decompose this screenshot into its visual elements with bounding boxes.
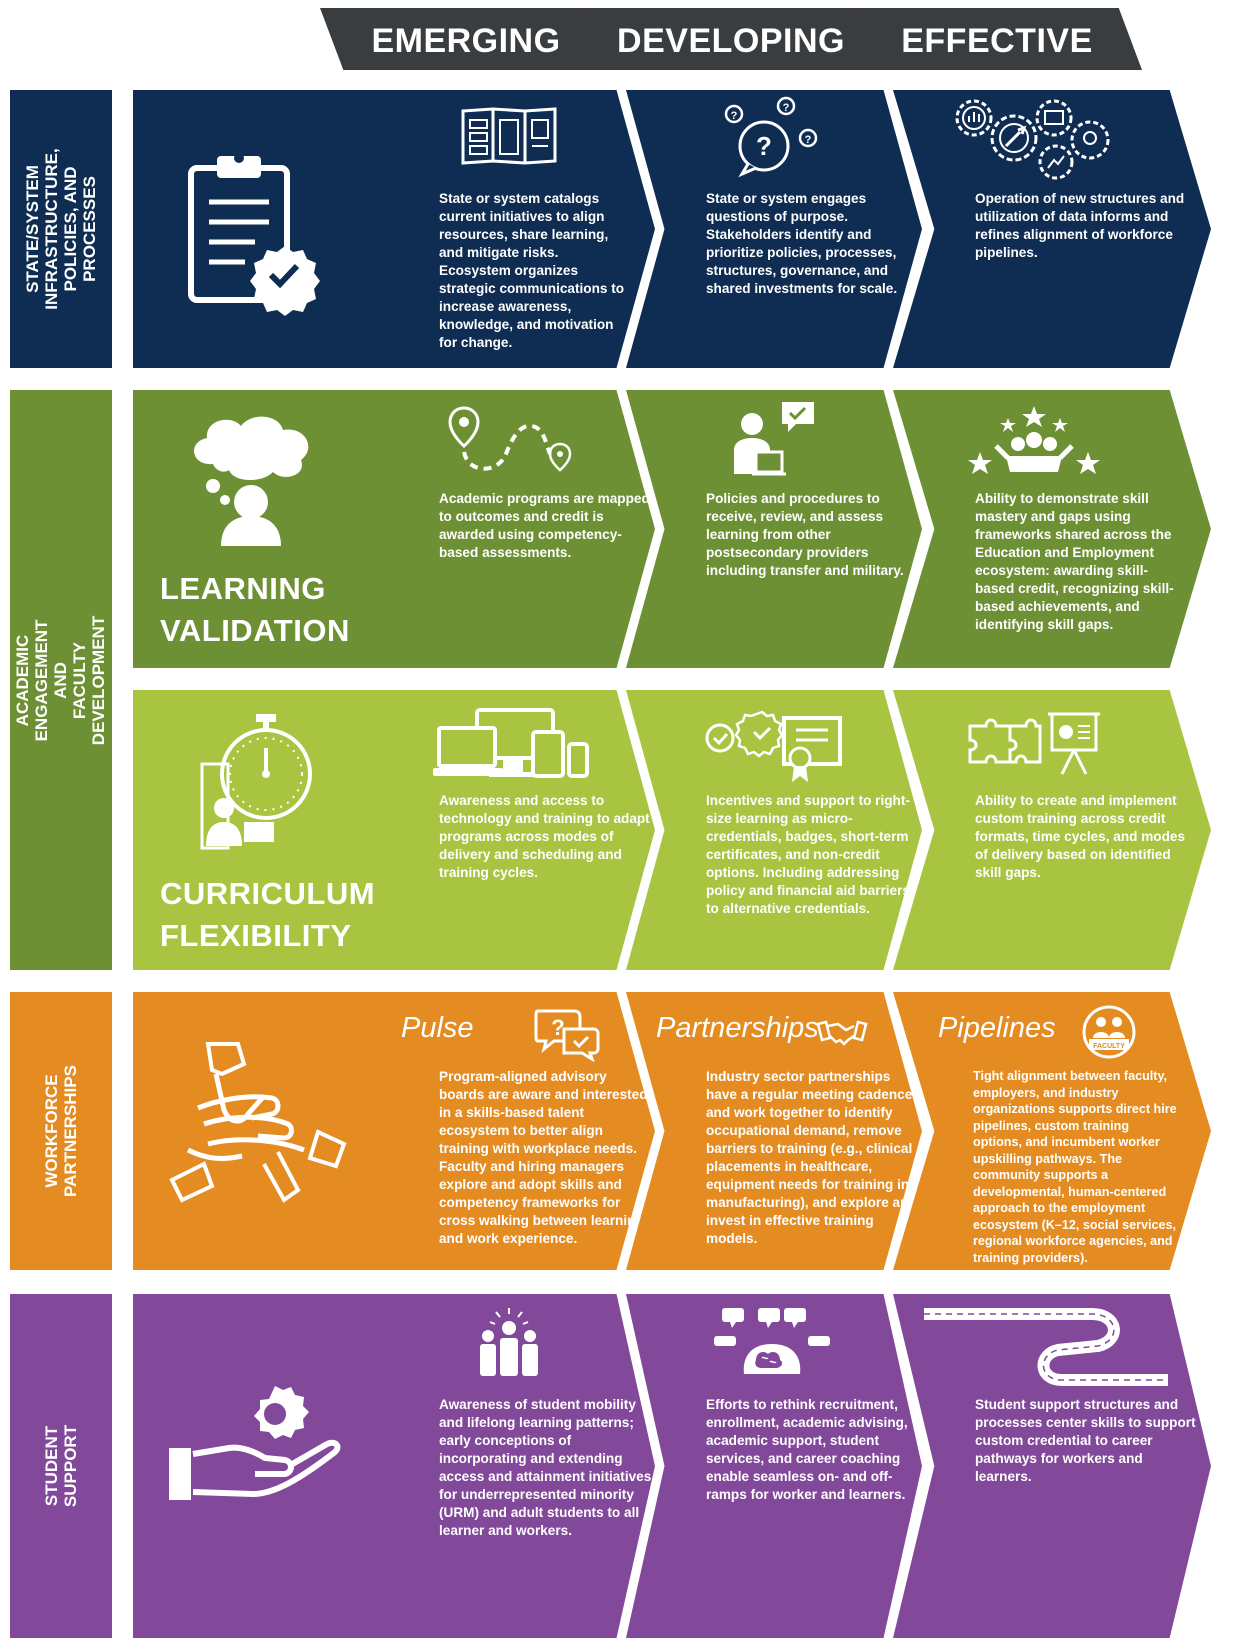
row-label-student: STUDENT SUPPORT: [10, 1294, 112, 1638]
learning-emerging-text: Academic programs are mapped to outcomes…: [439, 491, 650, 560]
row-label-student-text: STUDENT SUPPORT: [42, 1424, 80, 1508]
curriculum-title-line2: FLEXIBILITY: [160, 918, 352, 953]
svg-text:?: ?: [551, 1015, 564, 1040]
state-icon-panel: [133, 90, 409, 368]
route-map-icon: [448, 406, 572, 472]
handshake-icon: [816, 1020, 868, 1046]
certificate-badges-icon: [705, 710, 842, 782]
stage-effective-header: EFFECTIVE: [852, 8, 1142, 70]
curriculum-title-line1: CURRICULUM: [160, 876, 376, 911]
workforce-developing-text: Industry sector partnerships have a regu…: [706, 1069, 917, 1246]
row-label-academic: ACADEMIC ENGAGEMENT AND FACULTY DEVELOPM…: [10, 390, 112, 970]
learning-developing-text: Policies and procedures to receive, revi…: [706, 491, 904, 578]
workforce-emerging-text: Program-aligned advisory boards are awar…: [439, 1069, 648, 1246]
gears-analytics-icon: [955, 99, 1110, 180]
workforce-emerging-chevron: [359, 992, 655, 1270]
curriculum-effective-text: Ability to create and implement custom t…: [975, 793, 1186, 880]
hand-gear-icon: [169, 1386, 341, 1500]
brain-ideas-icon: [714, 1308, 830, 1374]
stage-emerging-label: EMERGING: [371, 22, 561, 60]
pulse-title: Pulse: [401, 1012, 474, 1044]
puzzle-presentation-icon: [968, 712, 1100, 775]
stage-emerging-header: EMERGING: [320, 8, 612, 70]
state-emerging-chevron: [359, 90, 655, 368]
group-highlight-icon: [480, 1308, 538, 1376]
row-label-state-text: STATE/SYSTEM INFRASTRUCTURE, POLICIES, A…: [23, 148, 99, 310]
faculty-badge-label: FACULTY: [1093, 1043, 1125, 1050]
svg-text:?: ?: [756, 131, 772, 161]
student-developing-text: Efforts to rethink recruitment, enrollme…: [706, 1397, 908, 1502]
row-label-state: STATE/SYSTEM INFRASTRUCTURE, POLICIES, A…: [10, 90, 112, 368]
team-hands-icon: [169, 1042, 347, 1203]
learning-effective-text: Ability to demonstrate skill mastery and…: [975, 491, 1174, 632]
curriculum-emerging-chevron: [359, 690, 655, 970]
team-stars-icon: [968, 406, 1100, 474]
winding-road-icon: [924, 1308, 1168, 1386]
state-emerging-text: State or system catalogs current initiat…: [439, 191, 625, 350]
clipboard-check-icon: [188, 153, 320, 316]
state-developing-text: State or system engages questions of pur…: [706, 191, 898, 296]
svg-text:?: ?: [805, 134, 812, 146]
devices-icon: [433, 708, 589, 778]
chat-check-icon: ?: [534, 1009, 600, 1063]
map-brochure-icon: [461, 107, 557, 165]
curriculum-developing-chevron: [626, 690, 922, 970]
curriculum-emerging-text: Awareness and access to technology and t…: [439, 793, 650, 880]
pipelines-title: Pipelines: [938, 1012, 1056, 1044]
thinking-person-icon: [194, 416, 309, 546]
learning-title: LEARNING VALIDATION: [160, 568, 360, 652]
stage-developing-label: DEVELOPING: [617, 22, 845, 60]
question-bubbles-icon: ? ? ? ?: [724, 96, 818, 178]
partnerships-title: Partnerships: [656, 1012, 819, 1044]
state-developing-chevron: [626, 90, 922, 368]
row-label-workforce-text: WORKFORCE PARTNERSHIPS: [42, 1065, 80, 1197]
row-label-workforce: WORKFORCE PARTNERSHIPS: [10, 992, 112, 1270]
learning-title-line2: VALIDATION: [160, 613, 350, 648]
learning-title-line1: LEARNING: [160, 571, 326, 606]
workforce-effective-chevron: [893, 992, 1211, 1270]
person-laptop-approval-icon: [734, 402, 814, 476]
svg-text:?: ?: [783, 102, 790, 114]
stage-developing-header: DEVELOPING: [586, 8, 876, 70]
workforce-icon-panel: [133, 992, 409, 1270]
learning-emerging-chevron: [359, 390, 655, 668]
faculty-badge-icon: FACULTY: [1082, 1005, 1136, 1059]
stage-effective-label: EFFECTIVE: [901, 22, 1093, 60]
student-effective-text: Student support structures and processes…: [975, 1397, 1196, 1484]
state-effective-text: Operation of new structures and utilizat…: [975, 191, 1185, 260]
curriculum-title: CURRICULUM FLEXIBILITY: [160, 873, 376, 957]
workforce-developing-chevron: [626, 992, 922, 1270]
row-label-academic-text: ACADEMIC ENGAGEMENT AND FACULTY DEVELOPM…: [13, 615, 109, 745]
student-emerging-text: Awareness of student mobility and lifelo…: [439, 1397, 652, 1538]
curriculum-developing-text: Incentives and support to right-size lea…: [706, 793, 910, 916]
learning-developing-chevron: [626, 390, 922, 668]
workforce-effective-text: Tight alignment between faculty, employe…: [973, 1069, 1177, 1265]
svg-text:?: ?: [731, 110, 738, 122]
learning-effective-chevron: [893, 390, 1211, 668]
stopwatch-desk-icon: [200, 714, 312, 850]
